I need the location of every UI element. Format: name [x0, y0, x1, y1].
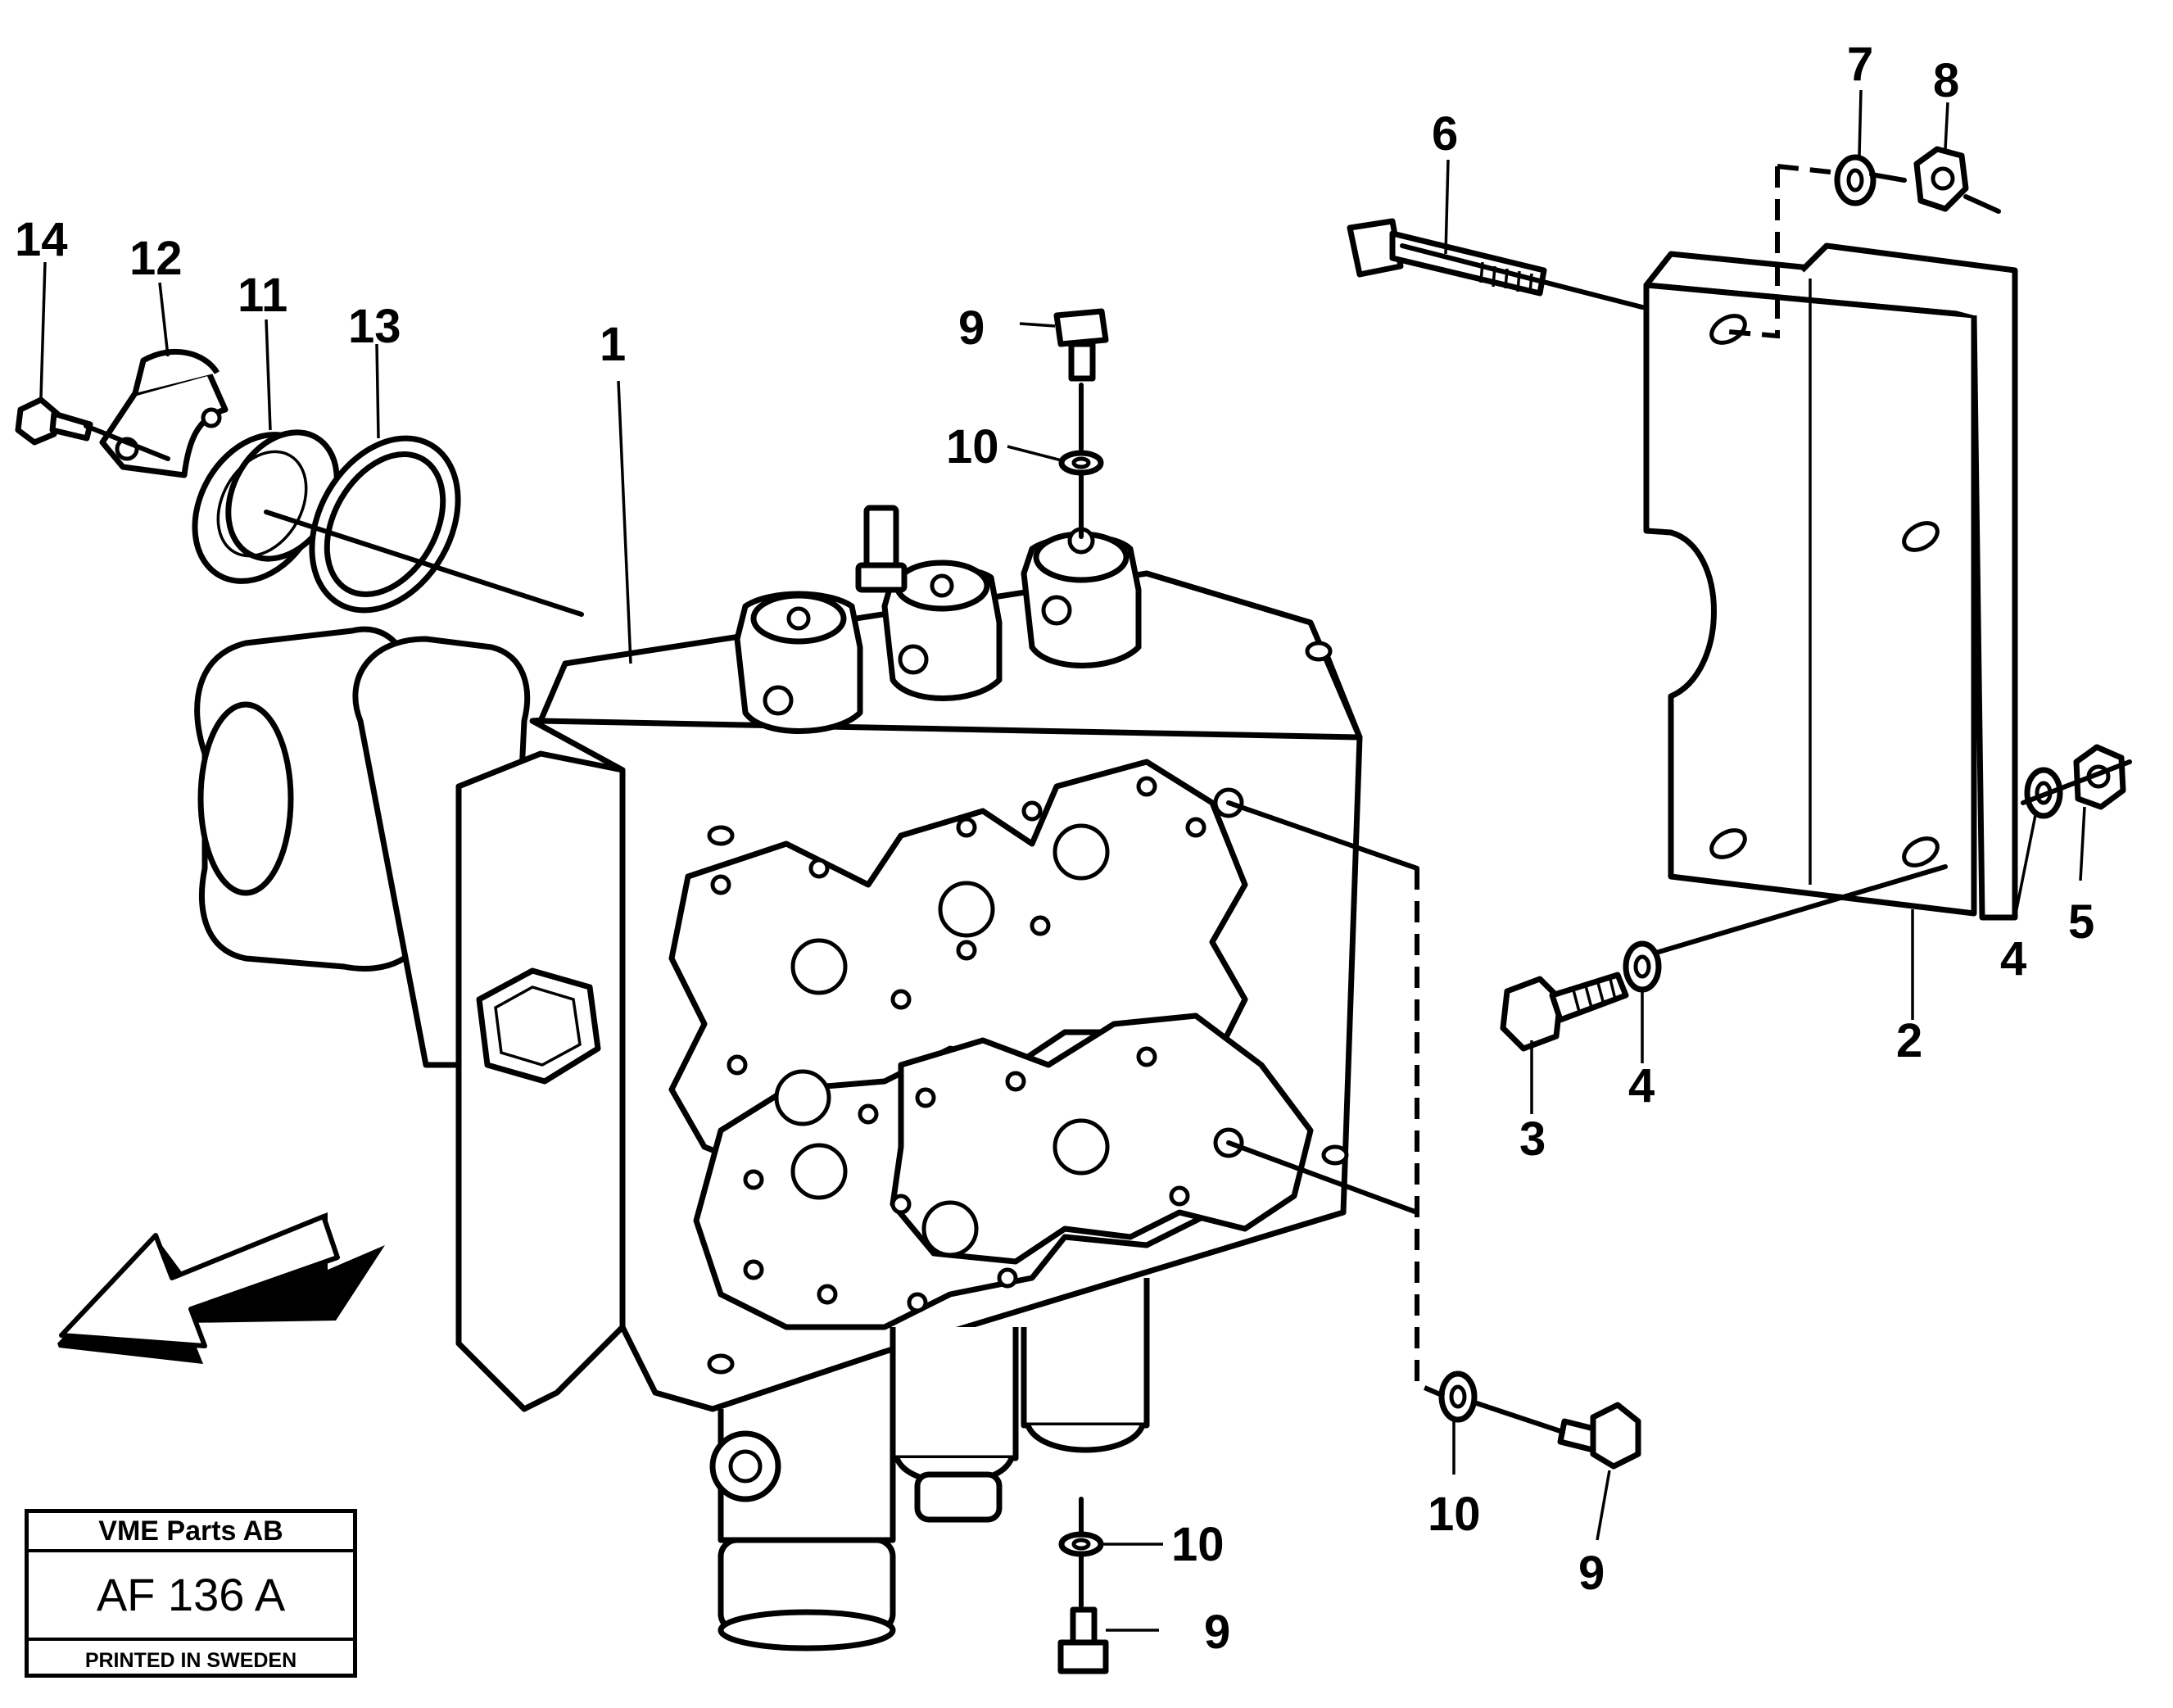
callout-2: 2 — [1896, 1014, 1922, 1067]
callout-4-left: 4 — [1628, 1059, 1655, 1112]
clamp-12 — [99, 348, 229, 478]
mounting-bracket — [1643, 242, 2018, 921]
callout-9-top: 9 — [958, 301, 985, 355]
callout-3: 3 — [1519, 1112, 1546, 1166]
plug-9-right — [1557, 1402, 1641, 1470]
dashed-assembly-lines — [1415, 164, 1831, 1399]
callout-11: 11 — [238, 269, 287, 322]
callout-6: 6 — [1432, 107, 1458, 161]
callout-12: 12 — [129, 232, 183, 285]
callout-10-right: 10 — [1428, 1488, 1481, 1541]
callout-5: 5 — [2068, 895, 2094, 949]
callout-10-top: 10 — [946, 420, 999, 473]
drawing-code: AF 136 A — [29, 1552, 353, 1641]
plug-9-bottom — [1057, 1606, 1109, 1674]
bolt-3 — [1500, 972, 1629, 1052]
callout-10-bottom: 10 — [1171, 1518, 1225, 1571]
callout-4-right: 4 — [2000, 932, 2026, 985]
callout-13: 13 — [348, 300, 401, 353]
spool-housings — [709, 1278, 1150, 1651]
callout-1: 1 — [600, 318, 626, 371]
direction-arrow — [57, 1212, 385, 1364]
callout-14: 14 — [15, 213, 68, 266]
callout-7: 7 — [1847, 38, 1873, 91]
printed-note: PRINTED IN SWEDEN — [84, 1649, 297, 1672]
valve-caps — [734, 505, 1142, 734]
control-valve-body — [194, 505, 1363, 1651]
cover-bolt-holes — [710, 776, 1206, 1313]
leader-lines — [39, 89, 2086, 1632]
callout-9-bottom: 9 — [1204, 1606, 1230, 1659]
callout-8: 8 — [1933, 54, 1959, 107]
callout-labels: 1 2 3 4 4 5 6 7 8 9 9 9 9 10 10 10 11 12… — [15, 38, 2094, 1659]
screw-14 — [15, 396, 93, 446]
title-block: VME Parts AB AF 136 A PRINTED IN SWEDEN — [25, 1509, 357, 1678]
plug-9-top — [1053, 308, 1109, 382]
company-name: VME Parts AB — [29, 1513, 353, 1552]
callout-9-right: 9 — [1578, 1547, 1605, 1600]
assembly-lines — [84, 172, 2132, 1608]
